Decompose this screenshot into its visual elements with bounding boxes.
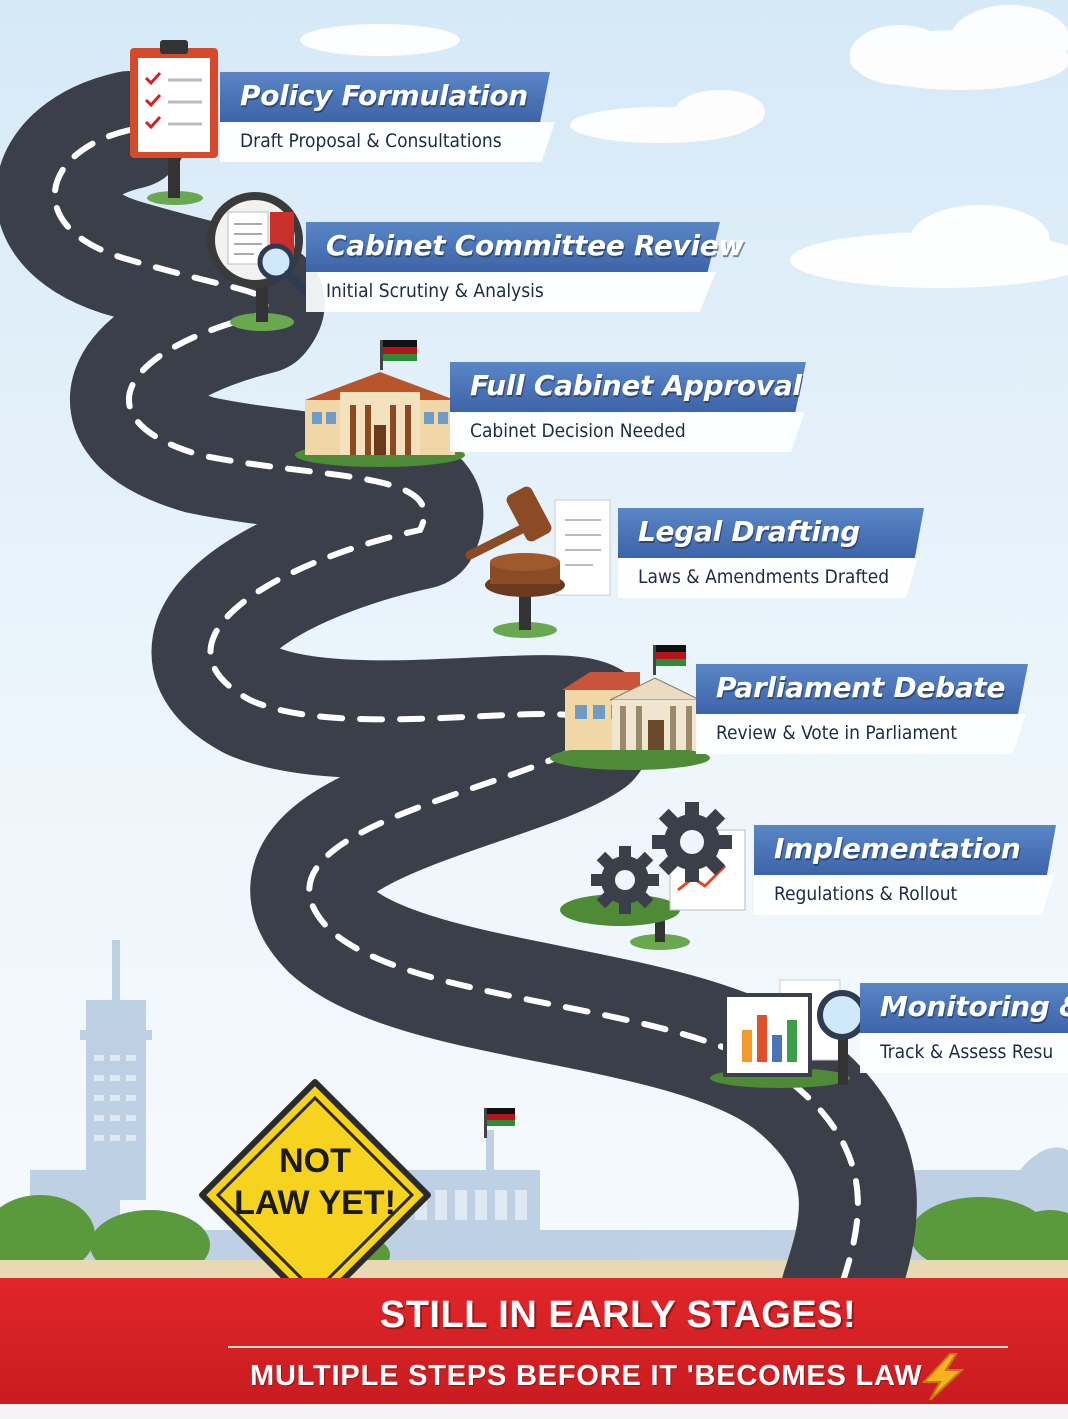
stage-title-ribbon xyxy=(618,508,924,558)
stage-subtitle: Track & Assess Resu xyxy=(880,1041,1054,1063)
stage-title-ribbon xyxy=(220,72,550,122)
stage-title: Parliament Debate xyxy=(716,671,1006,704)
footer-headline: STILL IN EARLY STAGES! xyxy=(379,1294,857,1336)
stage-title-ribbon xyxy=(860,983,1068,1033)
stage-subtitle-background xyxy=(696,714,1026,754)
stage-subtitle: Review & Vote in Parliament xyxy=(716,722,958,744)
stage-title: Full Cabinet Approval xyxy=(470,369,802,402)
warning-sign-text: NOT LAW YET! xyxy=(200,1140,430,1224)
stage-subtitle: Laws & Amendments Drafted xyxy=(638,566,890,588)
stage-banner-implementation: Implementation Regulations & Rollout xyxy=(754,825,1058,917)
lightning-bolt-icon xyxy=(921,1353,965,1401)
parliament-building-icon xyxy=(550,645,710,770)
stage-title: Cabinet Committee Review xyxy=(326,229,745,262)
stage-banner-parliament-debate: Parliament Debate Review & Vote in Parli… xyxy=(696,664,1030,756)
clipboard-checklist-icon xyxy=(130,40,218,205)
stage-subtitle: Cabinet Decision Needed xyxy=(470,420,686,442)
stage-subtitle: Initial Scrutiny & Analysis xyxy=(326,280,544,302)
kenya-flag-icon xyxy=(484,1108,515,1138)
stage-subtitle-background xyxy=(860,1033,1068,1073)
stage-banner-cabinet-committee-review: Cabinet Committee Review Initial Scrutin… xyxy=(306,222,744,314)
stage-subtitle-background xyxy=(306,272,716,312)
government-building-icon xyxy=(295,340,465,467)
bar-chart-magnifier-icon xyxy=(710,979,867,1088)
stage-banner-policy-formulation: Policy Formulation Draft Proposal & Cons… xyxy=(220,72,560,164)
warning-sign-line-2: LAW YET! xyxy=(234,1184,396,1222)
stage-title-ribbon xyxy=(754,825,1056,875)
footer-subline: MULTIPLE STEPS BEFORE IT 'BECOMES LAW xyxy=(250,1360,923,1392)
footer-banner xyxy=(0,1278,1068,1404)
stage-title-ribbon xyxy=(306,222,720,272)
warning-sign-line-1: NOT xyxy=(279,1142,351,1180)
footer-divider xyxy=(228,1346,1008,1348)
stage-subtitle-background xyxy=(450,412,805,452)
stage-subtitle-background xyxy=(618,558,918,598)
gavel-icon xyxy=(465,486,611,638)
stage-title: Legal Drafting xyxy=(638,515,861,548)
stage-banner-full-cabinet-approval: Full Cabinet Approval Cabinet Decision N… xyxy=(450,362,810,454)
stage-subtitle: Draft Proposal & Consultations xyxy=(240,130,502,152)
stage-banner-monitoring: Monitoring & E Track & Assess Resu xyxy=(860,983,1068,1075)
stage-banner-legal-drafting: Legal Drafting Laws & Amendments Drafted xyxy=(618,508,928,600)
stage-subtitle-background xyxy=(220,122,555,162)
stage-title-ribbon xyxy=(696,664,1028,714)
stage-subtitle: Regulations & Rollout xyxy=(774,883,958,905)
stage-title: Implementation xyxy=(774,832,1021,865)
stage-title-ribbon xyxy=(450,362,806,412)
stage-title: Monitoring & E xyxy=(880,990,1068,1023)
magnifier-document-icon xyxy=(207,192,314,331)
clouds xyxy=(300,5,1068,288)
bottom-strip xyxy=(0,1404,1068,1419)
stage-subtitle-background xyxy=(754,875,1054,915)
gears-icon xyxy=(560,802,746,950)
stage-title: Policy Formulation xyxy=(240,79,528,112)
